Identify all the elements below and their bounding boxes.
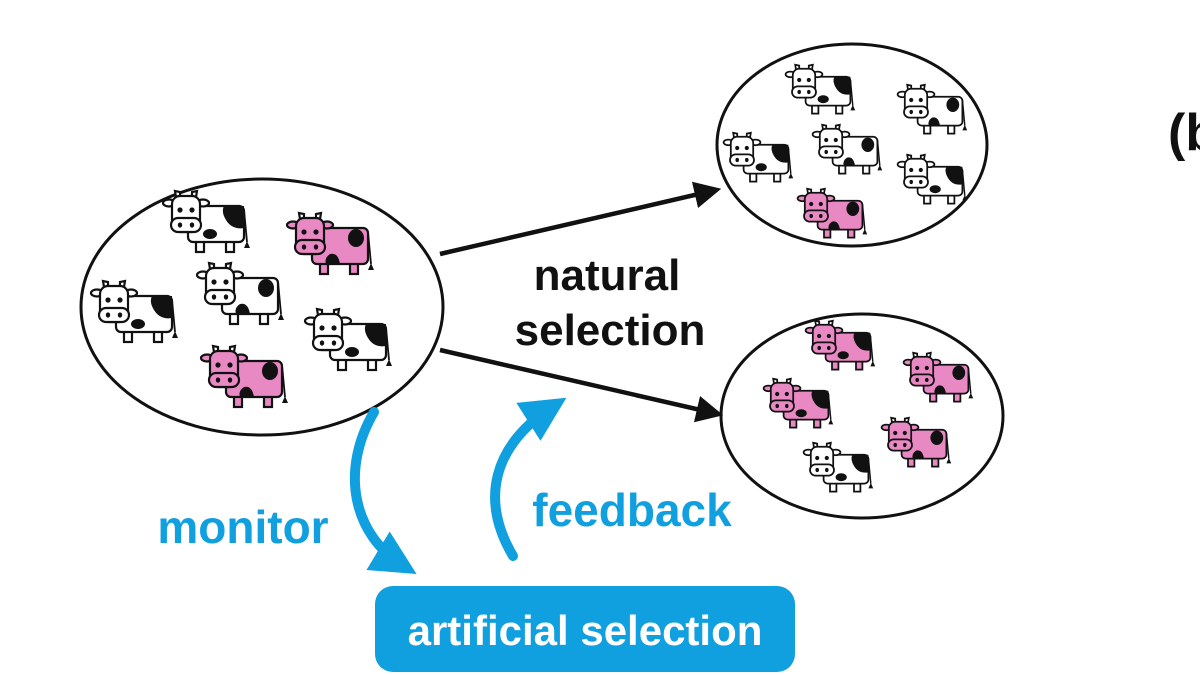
feedback-label: feedback (532, 484, 732, 536)
artificial-selection-box (375, 586, 795, 672)
white-cow-icon (303, 307, 392, 372)
white-cow-icon (722, 131, 794, 183)
natural-selection-arrow-bottom (439, 347, 724, 423)
white-cow-icon (161, 189, 250, 254)
white-cow-icon (784, 63, 856, 115)
natural-selection-arrow-top (439, 181, 722, 257)
natural-selection-label-line1: natural (534, 251, 681, 300)
white-cow-icon (896, 83, 968, 135)
white-cow-icon (896, 153, 968, 205)
feedback-arrow (490, 397, 567, 561)
top-result-cows (722, 63, 968, 239)
source-cows (89, 189, 392, 409)
natural-selection-label-line2: selection (515, 306, 706, 355)
pink-cow-icon (762, 377, 834, 429)
white-cow-icon (195, 261, 284, 326)
pink-cow-icon (902, 351, 974, 403)
pink-cow-icon (880, 416, 952, 468)
pink-cow-icon (804, 319, 876, 371)
pink-cow-icon (796, 187, 868, 239)
bottom-result-cows (762, 319, 974, 493)
artificial-selection-label: artificial selection (408, 607, 763, 654)
monitor-arrow (349, 407, 417, 574)
pink-cow-icon (199, 344, 288, 409)
monitor-label: monitor (157, 501, 328, 553)
pink-cow-icon (285, 211, 374, 276)
white-cow-icon (811, 123, 883, 175)
panel-tag: (b (1168, 104, 1200, 162)
white-cow-icon (89, 279, 178, 344)
white-cow-icon (802, 441, 874, 493)
